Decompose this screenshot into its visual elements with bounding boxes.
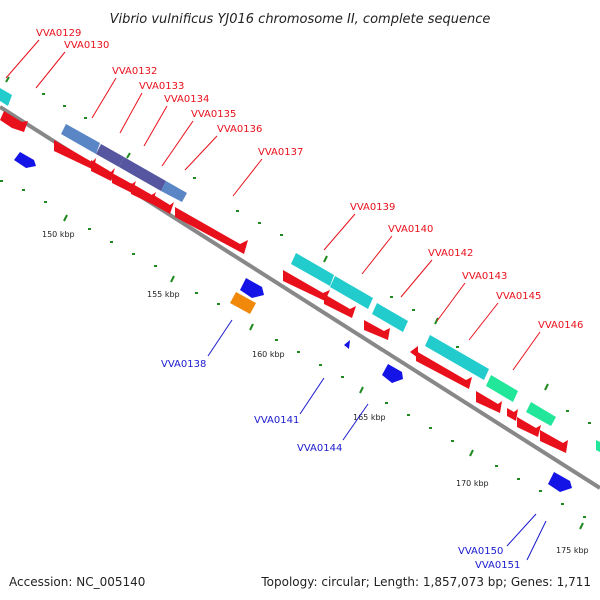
scale-label-170: 170 kbp <box>456 479 489 488</box>
gene-vva0146b[interactable] <box>540 430 568 453</box>
scale-ticks <box>5 76 584 530</box>
forward-strand-genes <box>0 111 568 453</box>
label-vva0139[interactable]: VVA0139 <box>350 202 395 213</box>
label-vva0145[interactable]: VVA0145 <box>496 291 541 302</box>
label-vva0151[interactable]: VVA0151 <box>475 560 520 571</box>
gene-vva0143b[interactable] <box>416 351 472 389</box>
gene-vva0136[interactable] <box>152 194 174 214</box>
gene-blue-1[interactable] <box>14 152 36 168</box>
gene-vva0150[interactable] <box>548 472 572 492</box>
label-vva0142[interactable]: VVA0142 <box>428 248 473 259</box>
label-vva0146[interactable]: VVA0146 <box>538 320 583 331</box>
label-vva0144[interactable]: VVA0144 <box>297 443 342 454</box>
label-vva0132[interactable]: VVA0132 <box>112 66 157 77</box>
gene-vva0144[interactable] <box>382 364 403 383</box>
label-leaders-bottom <box>207 319 547 561</box>
gene-labels-bottom: VVA0138 VVA0141 VVA0144 VVA0150 VVA0151 <box>161 359 520 571</box>
gene-vva0141[interactable] <box>344 340 350 349</box>
label-vva0137[interactable]: VVA0137 <box>258 147 303 158</box>
feature-green-vva0145[interactable] <box>486 375 518 402</box>
scale-label-175: 175 kbp <box>556 546 589 555</box>
feature-slate-vva0134[interactable] <box>119 157 166 191</box>
feature-cyan-vva0142[interactable] <box>372 303 408 332</box>
feature-cyan-vva0139[interactable] <box>291 253 334 286</box>
scale-label-155: 155 kbp <box>147 290 180 299</box>
label-vva0143[interactable]: VVA0143 <box>462 271 507 282</box>
scale-label-160: 160 kbp <box>252 350 285 359</box>
gene-vva0134[interactable] <box>112 173 136 193</box>
scale-label-150: 150 kbp <box>42 230 75 239</box>
reverse-strand-genes <box>14 152 572 492</box>
feature-slate-vva0133[interactable] <box>96 144 124 167</box>
label-vva0129[interactable]: VVA0129 <box>36 28 81 39</box>
label-vva0134[interactable]: VVA0134 <box>164 94 209 105</box>
gene-vva0132[interactable] <box>54 140 96 170</box>
feature-green-edge[interactable] <box>596 440 600 452</box>
label-vva0135[interactable]: VVA0135 <box>191 109 236 120</box>
feature-steelblue-vva0136[interactable] <box>161 181 187 202</box>
gene-vva0139[interactable] <box>283 270 330 301</box>
label-vva0133[interactable]: VVA0133 <box>139 81 184 92</box>
gene-vva0135[interactable] <box>131 183 156 204</box>
feature-green-vva0146[interactable] <box>526 402 556 426</box>
label-vva0150[interactable]: VVA0150 <box>458 546 503 557</box>
gene-vva0137[interactable] <box>175 207 248 254</box>
gene-vva0142[interactable] <box>364 320 390 340</box>
label-vva0138[interactable]: VVA0138 <box>161 359 206 370</box>
gene-vva0145[interactable] <box>476 391 502 413</box>
feature-cyan-vva0140[interactable] <box>330 276 373 309</box>
map-title: Vibrio vulnificus YJ016 chromosome II, c… <box>110 12 491 27</box>
guide-dots <box>0 93 591 518</box>
gene-labels-top: VVA0129 VVA0130 VVA0132 VVA0133 VVA0134 … <box>36 28 583 331</box>
scale-label-165: 165 kbp <box>353 413 386 422</box>
gene-vva0133[interactable] <box>91 160 115 181</box>
gene-vva0138[interactable] <box>230 292 256 314</box>
topology-text: Topology: circular; Length: 1,857,073 bp… <box>260 575 591 589</box>
label-vva0140[interactable]: VVA0140 <box>388 224 433 235</box>
feature-blocks <box>0 88 600 452</box>
label-vva0130[interactable]: VVA0130 <box>64 40 109 51</box>
feature-cyan-vva0143[interactable] <box>425 335 489 380</box>
feature-cyan-vva0129[interactable] <box>0 88 12 106</box>
feature-steelblue-vva0132[interactable] <box>61 124 100 154</box>
gene-vva0146[interactable] <box>517 417 541 437</box>
gene-vva0130[interactable] <box>0 111 28 132</box>
gene-vva0145b[interactable] <box>507 408 518 421</box>
label-vva0141[interactable]: VVA0141 <box>254 415 299 426</box>
label-vva0136[interactable]: VVA0136 <box>217 124 262 135</box>
accession-text: Accession: NC_005140 <box>9 575 145 589</box>
gene-vva0140[interactable] <box>324 294 356 318</box>
label-leaders-top <box>5 39 541 371</box>
gene-blue-2[interactable] <box>240 278 264 298</box>
